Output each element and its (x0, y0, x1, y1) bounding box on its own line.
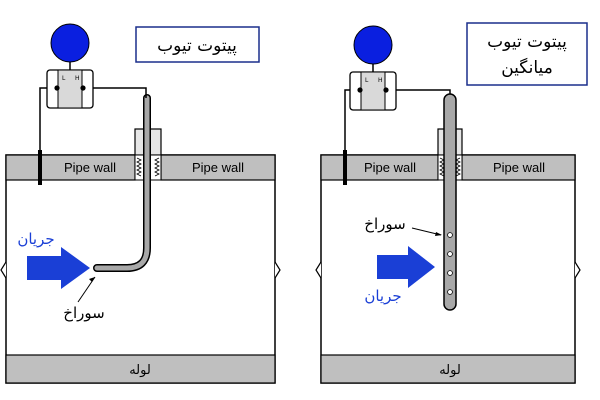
left-high-port (80, 85, 86, 91)
right-pipe-break-mark-right (574, 261, 581, 279)
right-probe-hole-4 (447, 289, 453, 295)
right-pipe-wall-segment-b (461, 154, 576, 181)
left-pipe-break-mark-left (0, 261, 7, 279)
right-title-box (466, 22, 588, 86)
left-title-box (135, 26, 260, 63)
left-hole-label: سوراخ (63, 304, 104, 322)
left-title: پیتوت تیوب (157, 36, 237, 56)
left-high-port-label: H (75, 75, 80, 82)
right-pipe-wall-label-b: Pipe wall (493, 160, 545, 175)
right-hole-pointer-head (435, 232, 442, 236)
right-high-impulse-line (386, 89, 451, 94)
left-pressure-transmitter: L H (46, 23, 94, 109)
right-low-port-label: L (365, 77, 369, 84)
left-pipe-wall-label-b: Pipe wall (192, 160, 244, 175)
left-pipe-label: لوله (129, 363, 151, 378)
right-flow-arrow (377, 246, 435, 288)
right-pipe-wall-label-a: Pipe wall (364, 160, 416, 175)
left-transmitter-ball (50, 23, 90, 63)
left-low-port-label: L (62, 75, 66, 82)
left-pipe-bottom-wall (5, 354, 276, 384)
right-pressure-transmitter: L H (349, 25, 397, 111)
right-high-port (383, 87, 389, 93)
left-pitot-tube (94, 95, 150, 271)
left-transmitter-capsule (57, 69, 83, 109)
right-title-line1: پیتوت تیوب (487, 32, 567, 52)
right-transmitter-ball (353, 25, 393, 65)
right-high-port-label: H (378, 77, 383, 84)
right-averaging-probe (443, 93, 457, 311)
left-pipe-wall-label-a: Pipe wall (64, 160, 116, 175)
right-probe-hole-1 (447, 232, 453, 238)
right-hole-label: سوراخ (364, 215, 405, 233)
right-probe-hole-3 (447, 270, 453, 276)
left-pipe-break-mark-right (274, 261, 281, 279)
right-flow-label: جریان (364, 287, 401, 305)
left-hole-pointer-head (89, 277, 95, 282)
left-low-port (54, 85, 60, 91)
left-pipe-wall-segment-a (5, 154, 136, 181)
right-fitting-thread-marks (439, 157, 461, 177)
left-panel: Pipe wall Pipe wall لوله L H (0, 23, 281, 384)
right-pipe-break-mark-left (315, 261, 322, 279)
right-pipe-bottom-wall (320, 354, 576, 384)
left-pipe-wall-segment-b (160, 154, 276, 181)
right-probe-hole-2 (447, 251, 453, 257)
right-low-port (357, 87, 363, 93)
left-flow-label: جریان (17, 230, 54, 248)
left-high-impulse-line (83, 87, 147, 98)
left-flow-arrow (27, 247, 90, 289)
right-pipe-wall-segment-a (320, 154, 439, 181)
left-fitting-thread-marks (136, 157, 160, 177)
right-pipe-label: لوله (439, 363, 461, 378)
right-panel: Pipe wall Pipe wall لوله L H (315, 22, 588, 384)
right-title-line2: میانگین (501, 57, 553, 78)
